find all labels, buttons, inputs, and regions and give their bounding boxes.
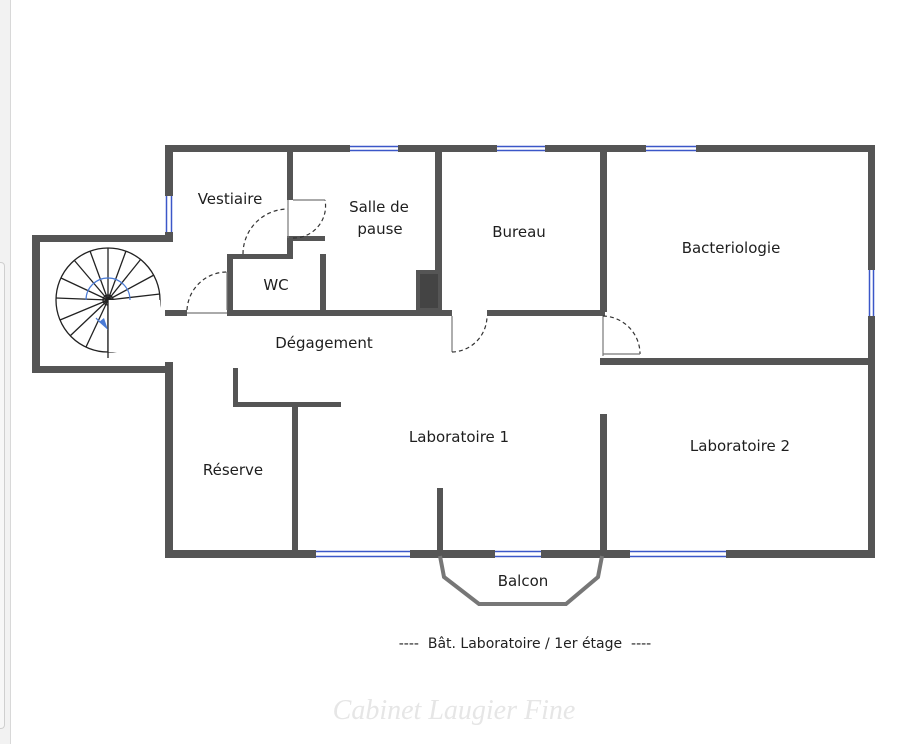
room-label-reserve: Réserve	[203, 461, 263, 479]
room-label-bacteriologie: Bacteriologie	[682, 239, 781, 257]
floor-caption: ---- Bât. Laboratoire / 1er étage ----	[399, 636, 652, 652]
room-label-balcon: Balcon	[498, 572, 549, 590]
room-label-vestiaire: Vestiaire	[198, 190, 263, 208]
windows	[165, 145, 875, 558]
room-label-laboratoire-1: Laboratoire 1	[409, 428, 509, 446]
room-label-bureau: Bureau	[492, 223, 546, 241]
interior-walls	[165, 152, 875, 558]
stair-arrow-icon	[99, 318, 108, 330]
spiral-staircase	[55, 247, 161, 358]
room-label-salle-pause-2: pause	[357, 220, 402, 238]
room-label-degagement: Dégagement	[275, 334, 373, 352]
doors	[186, 199, 641, 356]
window-left-edge	[0, 0, 11, 744]
room-label-salle-pause-1: Salle de	[349, 198, 409, 216]
scroll-handle[interactable]	[0, 262, 5, 729]
balcony-outline	[438, 555, 604, 606]
room-label-laboratoire-2: Laboratoire 2	[690, 437, 790, 455]
watermark-text: Cabinet Laugier Fine	[333, 695, 576, 726]
room-label-wc: WC	[263, 276, 288, 294]
